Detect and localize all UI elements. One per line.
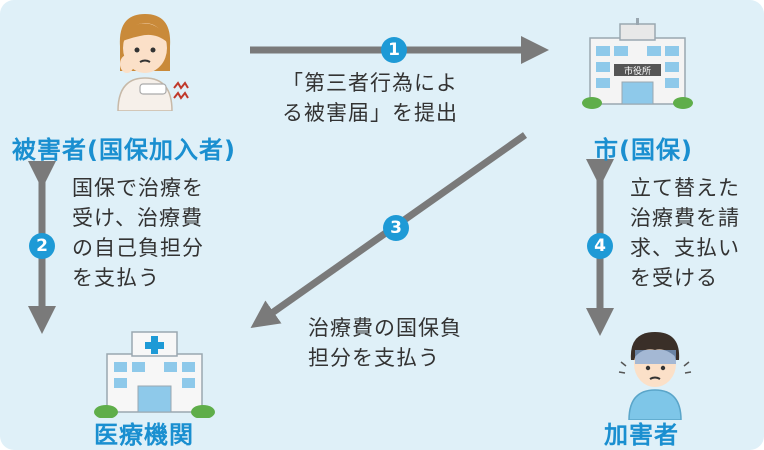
- injured-person-icon: [117, 14, 189, 111]
- worried-man-icon: [618, 332, 692, 420]
- step3-badge: 3: [383, 215, 409, 241]
- step1-line2: る被害届」を提出: [282, 101, 458, 125]
- step4-line4: を受ける: [630, 266, 718, 290]
- step4-line3: 求、支払い: [630, 236, 740, 260]
- step3-line1: 治療費の国保負: [308, 316, 462, 340]
- step3-line2: 担分を支払う: [308, 346, 440, 370]
- perpetrator-label: 加害者: [604, 421, 679, 449]
- step1-badge: 1: [381, 37, 407, 63]
- step2-text: 国保で治療を 受け、治療費 の自己負担分 を支払う: [72, 173, 204, 293]
- step2-line2: 受け、治療費: [72, 206, 203, 230]
- step4-text: 立て替えた 治療費を請 求、支払い を受ける: [630, 173, 740, 293]
- step1-text: 「第三者行為によ る被害届」を提出: [282, 68, 458, 128]
- city-hall-sign: 市役所: [624, 65, 651, 77]
- step2-line3: の自己負担分: [72, 236, 204, 260]
- city-hall-icon: 市役所: [582, 18, 693, 109]
- step1-line1: 「第三者行為によ: [282, 71, 458, 95]
- step4-line1: 立て替えた: [630, 176, 740, 200]
- step3-text: 治療費の国保負 担分を支払う: [308, 313, 462, 373]
- step2-badge: 2: [29, 233, 55, 259]
- victim-label: 被害者(国保加入者): [12, 136, 236, 164]
- step4-line2: 治療費を請: [630, 206, 740, 230]
- city-label: 市(国保): [594, 136, 693, 164]
- step4-badge: 4: [587, 233, 613, 259]
- hospital-label: 医療機関: [94, 421, 194, 449]
- step2-line4: を支払う: [72, 266, 160, 290]
- step2-line1: 国保で治療を: [72, 176, 204, 200]
- hospital-icon: [94, 331, 215, 418]
